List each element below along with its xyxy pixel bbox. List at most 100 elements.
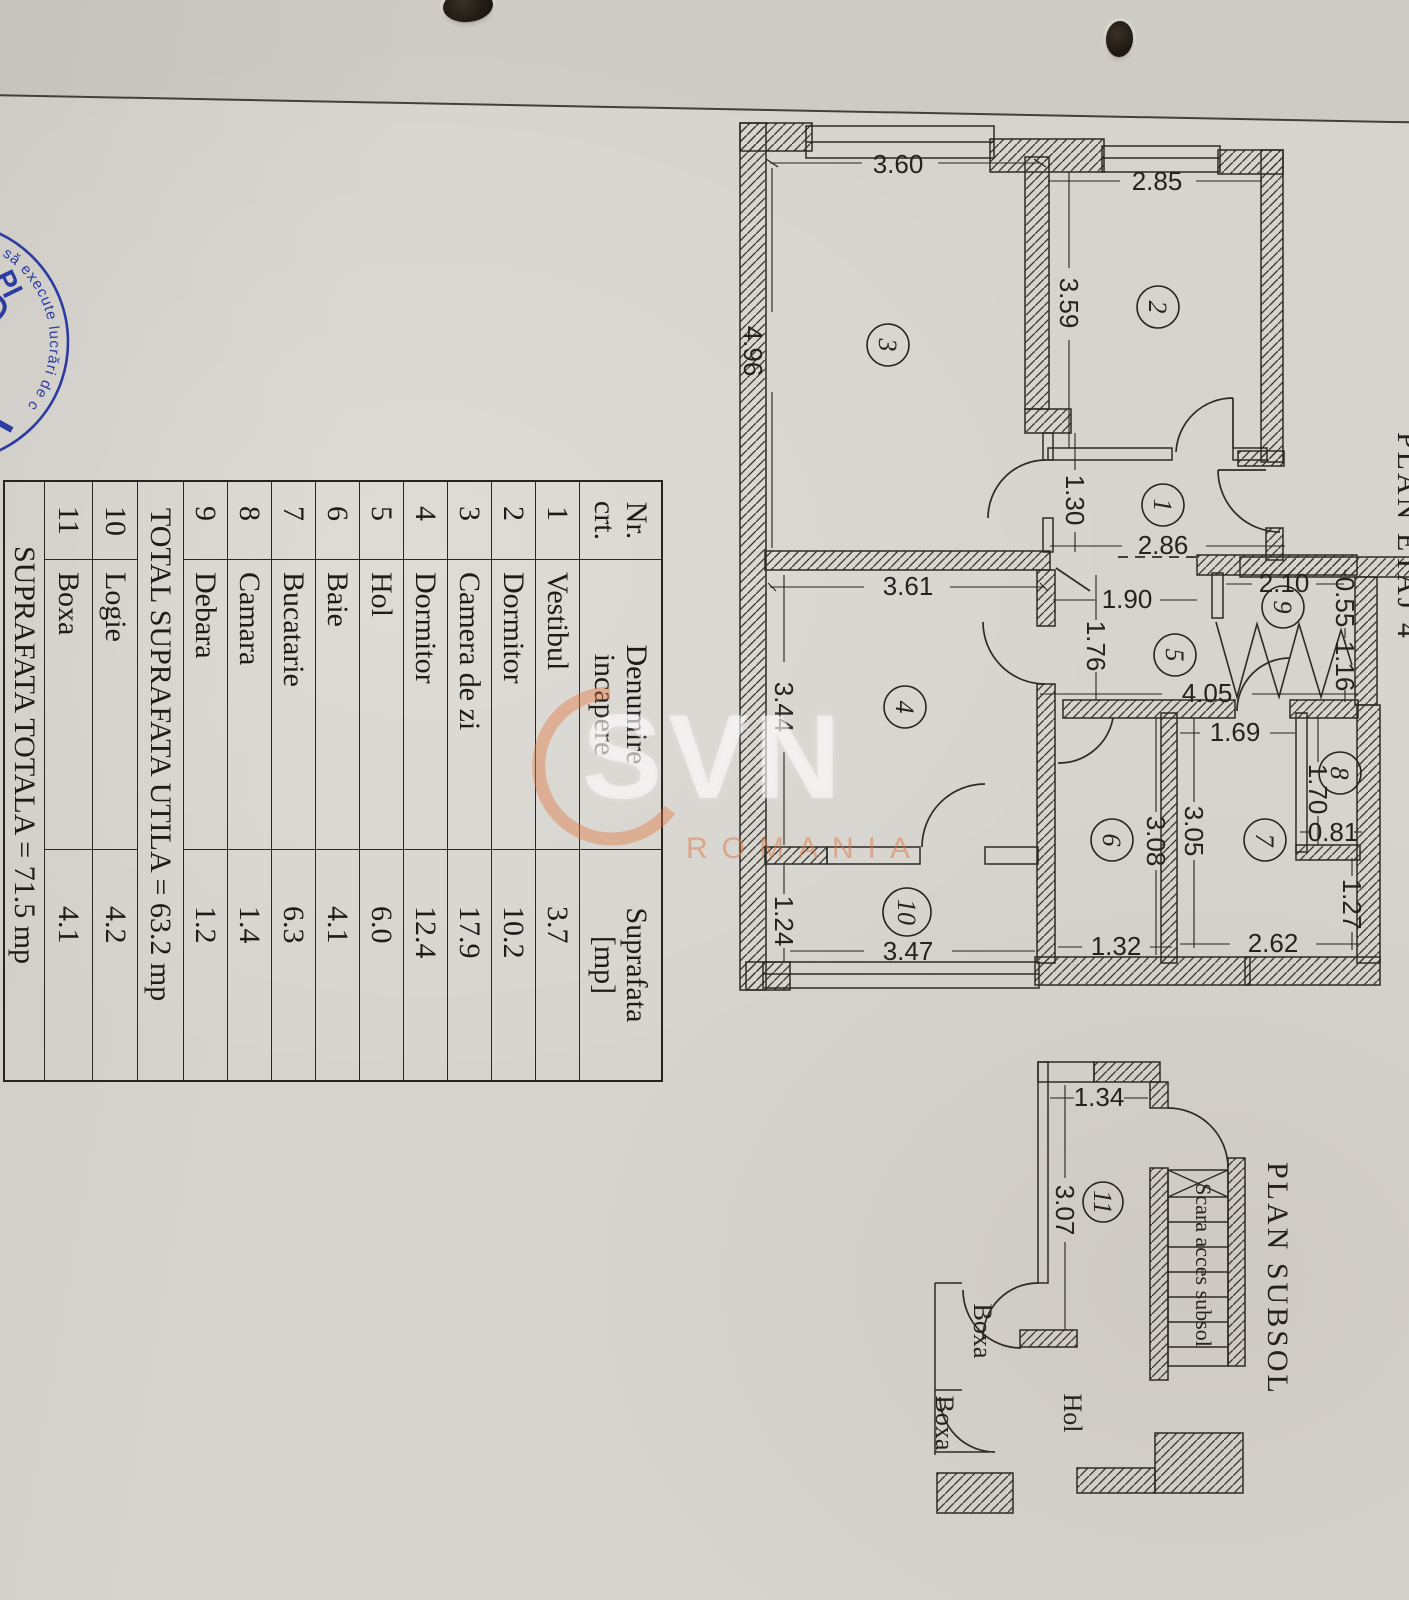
table-total-utila: TOTAL SUPRAFATA UTILA = 63.2 mp <box>137 482 183 1080</box>
room-circle <box>1082 1181 1124 1223</box>
subsol-thin-walls <box>934 1061 1229 1455</box>
folding-door-zigzag <box>1215 621 1353 700</box>
table-cell-area: 3.7 <box>535 850 579 1080</box>
room-number: 9 <box>1268 601 1297 614</box>
table-total-generala: SUPRAFATA TOTALA = 71.5 mp <box>8 546 42 965</box>
dim-label: 0.81 <box>1308 817 1359 847</box>
dim-label: 2.85 <box>1132 166 1183 196</box>
room-number: 2 <box>1143 301 1172 314</box>
etaj-doors <box>921 397 1353 848</box>
plan-subsol-title: PLAN SUBSOL <box>1261 1162 1294 1396</box>
room-number: 11 <box>1088 1190 1117 1214</box>
room-number: 4 <box>890 701 919 714</box>
table-cell-name: Hol <box>359 560 403 850</box>
table-cell-name: Boxa <box>44 560 92 850</box>
round-stamp: să execute lucrări de c Pl <box>0 232 70 452</box>
table-cell-name: Dormitor <box>403 560 447 850</box>
stamp-logo-swoosh <box>0 295 7 320</box>
plan-etaj-drawing: 3.60 2.85 3.59 4.96 1.30 2.86 1.90 1.76 … <box>738 122 1409 991</box>
table-cell-name: Camara <box>227 560 271 850</box>
room-number: 6 <box>1097 834 1126 847</box>
subsol-doors <box>939 1107 1229 1453</box>
etaj-thin-walls <box>762 125 1308 989</box>
dim-label: 2.62 <box>1248 928 1299 958</box>
dim-label: 1.90 <box>1102 584 1153 614</box>
subsol-walls <box>936 1061 1246 1514</box>
dim-label: 1.30 <box>1060 475 1090 526</box>
subsol-stairs <box>1167 1169 1229 1348</box>
etaj-dim-lines <box>765 158 1362 962</box>
stamp-fragment <box>0 419 14 433</box>
dim-label: 1.69 <box>1210 717 1261 747</box>
room-area-table: Nr. crt. Denumire incapere Suprafata [mp… <box>3 480 663 1082</box>
table-cell-name: Camera de zi <box>447 560 491 850</box>
table-cell-nr: 2 <box>491 482 535 560</box>
dim-label: 3.07 <box>1050 1185 1080 1236</box>
table-cell-nr: 10 <box>92 482 137 560</box>
table-cell-name: Logie <box>92 560 137 850</box>
dim-label: 1.32 <box>1091 931 1142 961</box>
dim-label: 4.96 <box>738 326 768 377</box>
dim-label: 1.24 <box>769 896 799 947</box>
plan-etaj-title: PLAN ETAJ 4 <box>1391 432 1409 641</box>
table-cell-area: 6.0 <box>359 850 403 1080</box>
plan-subsol-drawing: 1.34 3.07 11 Scara acces subsol Boxa Box… <box>930 1061 1246 1514</box>
table-cell-area: 1.4 <box>227 850 271 1080</box>
table-cell-area: 4.1 <box>315 850 359 1080</box>
table-cell-nr: 4 <box>403 482 447 560</box>
subsol-dim-lines <box>1050 1085 1148 1330</box>
table-cell-nr: 8 <box>227 482 271 560</box>
table-cell-name: Vestibul <box>535 560 579 850</box>
dim-label: 0.55 <box>1330 577 1360 628</box>
dim-label: 2.86 <box>1138 530 1189 560</box>
table-cell-nr: 1 <box>535 482 579 560</box>
dim-label: 3.61 <box>883 571 934 601</box>
dim-label: 4.05 <box>1182 678 1233 708</box>
dim-label: 1.70 <box>1303 764 1333 815</box>
dim-label: 3.60 <box>873 149 924 179</box>
table-cell-name: Dormitor <box>491 560 535 850</box>
room-number: 5 <box>1160 649 1189 662</box>
dim-label: 3.05 <box>1179 806 1209 857</box>
dim-label: 1.76 <box>1081 621 1111 672</box>
etaj-room-circles <box>866 285 1362 937</box>
table-cell-area: 6.3 <box>271 850 315 1080</box>
table-cell-area: 4.2 <box>92 850 137 1080</box>
table-header-name: Denumire incapere <box>579 560 661 850</box>
dim-label: 1.16 <box>1330 641 1360 692</box>
table-header-area: Suprafata [mp] <box>579 850 661 1080</box>
etaj-walls <box>739 122 1409 991</box>
table-cell-nr: 7 <box>271 482 315 560</box>
room-number: 10 <box>892 899 921 925</box>
room-number: 8 <box>1325 767 1354 780</box>
etaj-dim-labels: 3.60 2.85 3.59 4.96 1.30 2.86 1.90 1.76 … <box>738 149 1367 966</box>
room-number: 7 <box>1250 834 1279 848</box>
etaj-room-numbers: 1 2 3 4 5 6 7 8 9 10 <box>873 301 1354 926</box>
table-cell-name: Baie <box>315 560 359 850</box>
stairs-label: Scara acces subsol <box>1191 1183 1216 1347</box>
dim-label: 3.44 <box>769 682 799 733</box>
table-cell-area: 17.9 <box>447 850 491 1080</box>
table-cell-nr: 9 <box>183 482 227 560</box>
hol-label: Hol <box>1058 1394 1087 1433</box>
room-number: 3 <box>873 338 902 352</box>
table-cell-area: 1.2 <box>183 850 227 1080</box>
table-cell-area: 4.1 <box>44 850 92 1080</box>
boxa-label: Boxa <box>930 1396 959 1451</box>
dim-label: 3.59 <box>1054 278 1084 329</box>
dim-label: 1.27 <box>1337 879 1367 930</box>
dim-label: 1.34 <box>1074 1082 1125 1112</box>
table-cell-area: 10.2 <box>491 850 535 1080</box>
dim-label: 3.47 <box>883 936 934 966</box>
table-cell-nr: 6 <box>315 482 359 560</box>
table-cell-name: Debara <box>183 560 227 850</box>
table-cell-nr: 11 <box>44 482 92 560</box>
table-cell-name: Bucatarie <box>271 560 315 850</box>
table-cell-nr: 5 <box>359 482 403 560</box>
table-cell-nr: 3 <box>447 482 491 560</box>
room-number: 1 <box>1148 499 1177 512</box>
table-header-nr: Nr. crt. <box>579 482 661 560</box>
boxa-label: Boxa <box>968 1304 997 1359</box>
table-cell-area: 12.4 <box>403 850 447 1080</box>
